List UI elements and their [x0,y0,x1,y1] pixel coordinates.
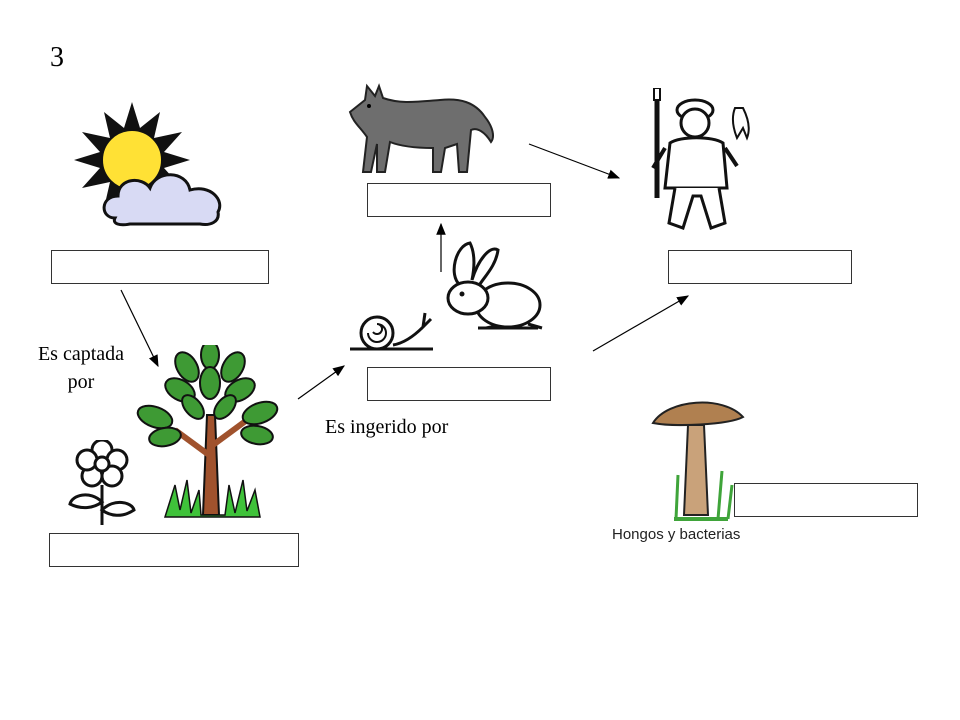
wolf-icon [348,83,494,173]
decomposers-label-box[interactable] [734,483,918,517]
sun-label-box[interactable] [51,250,269,284]
arrow-producers-to-herbivores [297,365,345,400]
herbivores-label-box[interactable] [367,367,551,401]
captured-by-line1: Es captada [37,343,125,365]
arrow-herbivores-to-hunter [592,295,690,352]
decomposers-caption: Hongos y bacterias [612,526,741,543]
captured-by-line2: por [67,371,95,393]
page-number: 3 [50,42,64,73]
snail-icon [350,312,433,351]
eaten-by-label: Es ingerido por [325,416,449,438]
rabbit-icon [446,241,543,330]
arrow-sun-to-producers [120,289,159,368]
carnivores-label-box[interactable] [367,183,551,217]
tree-icon [136,345,279,518]
sun-cloud-icon [74,102,222,227]
mushroom-icon [651,401,745,521]
flower-icon [68,440,136,525]
captured-by-label: Es captada por [20,340,142,396]
arrow-carnivores-to-hunter [528,143,621,179]
hunter-icon [651,88,750,230]
producers-label-box[interactable] [49,533,299,567]
top-consumer-label-box[interactable] [668,250,852,284]
